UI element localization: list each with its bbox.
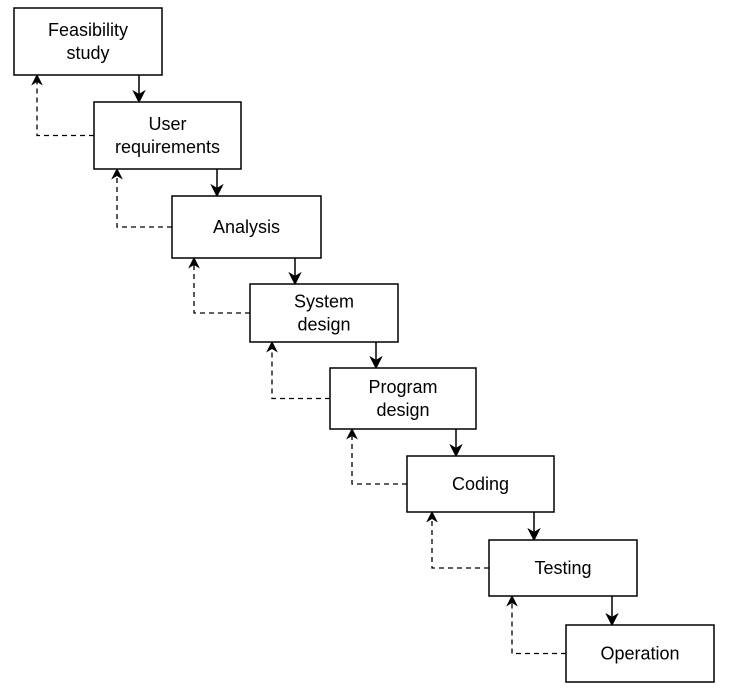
stage-box [565,624,715,683]
stage-box [488,539,638,597]
stage-label: Operation [600,644,679,664]
stage-feasibility: Feasibility study [13,7,163,76]
stage-label: Feasibility [48,20,128,40]
stage-program-design: Program design [329,367,477,430]
stage-user-requirements: User requirements [93,101,242,170]
feedback-arrow-operation [506,594,566,655]
stage-label: User [148,114,186,134]
stage-label: design [297,315,350,335]
stage-analysis: Analysis [171,195,322,259]
stage-label: System [294,292,354,312]
stage-box [13,7,163,76]
stage-label: study [66,43,109,63]
feedback-arrow-system-design [188,256,250,314]
stage-box [329,367,477,430]
feedback-arrow-coding [346,427,407,485]
stage-operation: Operation [565,624,715,683]
stage-label: Coding [452,474,509,494]
stage-testing: Testing [488,539,638,597]
stage-label: Analysis [213,217,280,237]
stage-label: requirements [115,137,220,157]
feedback-arrow-program-design [266,340,330,400]
feedback-arrow-user-requirements [31,73,94,137]
feedback-arrow-testing [426,510,489,569]
stage-box [93,101,242,170]
stage-label: Testing [534,558,591,578]
stage-label: design [376,400,429,420]
stage-label: Program [368,377,437,397]
stage-box [171,195,322,259]
stage-box [249,283,399,343]
stage-coding: Coding [406,455,555,513]
arrows-layer [31,73,619,655]
stage-system-design: System design [249,283,399,343]
stage-box [406,455,555,513]
feedback-arrow-analysis [111,167,172,228]
